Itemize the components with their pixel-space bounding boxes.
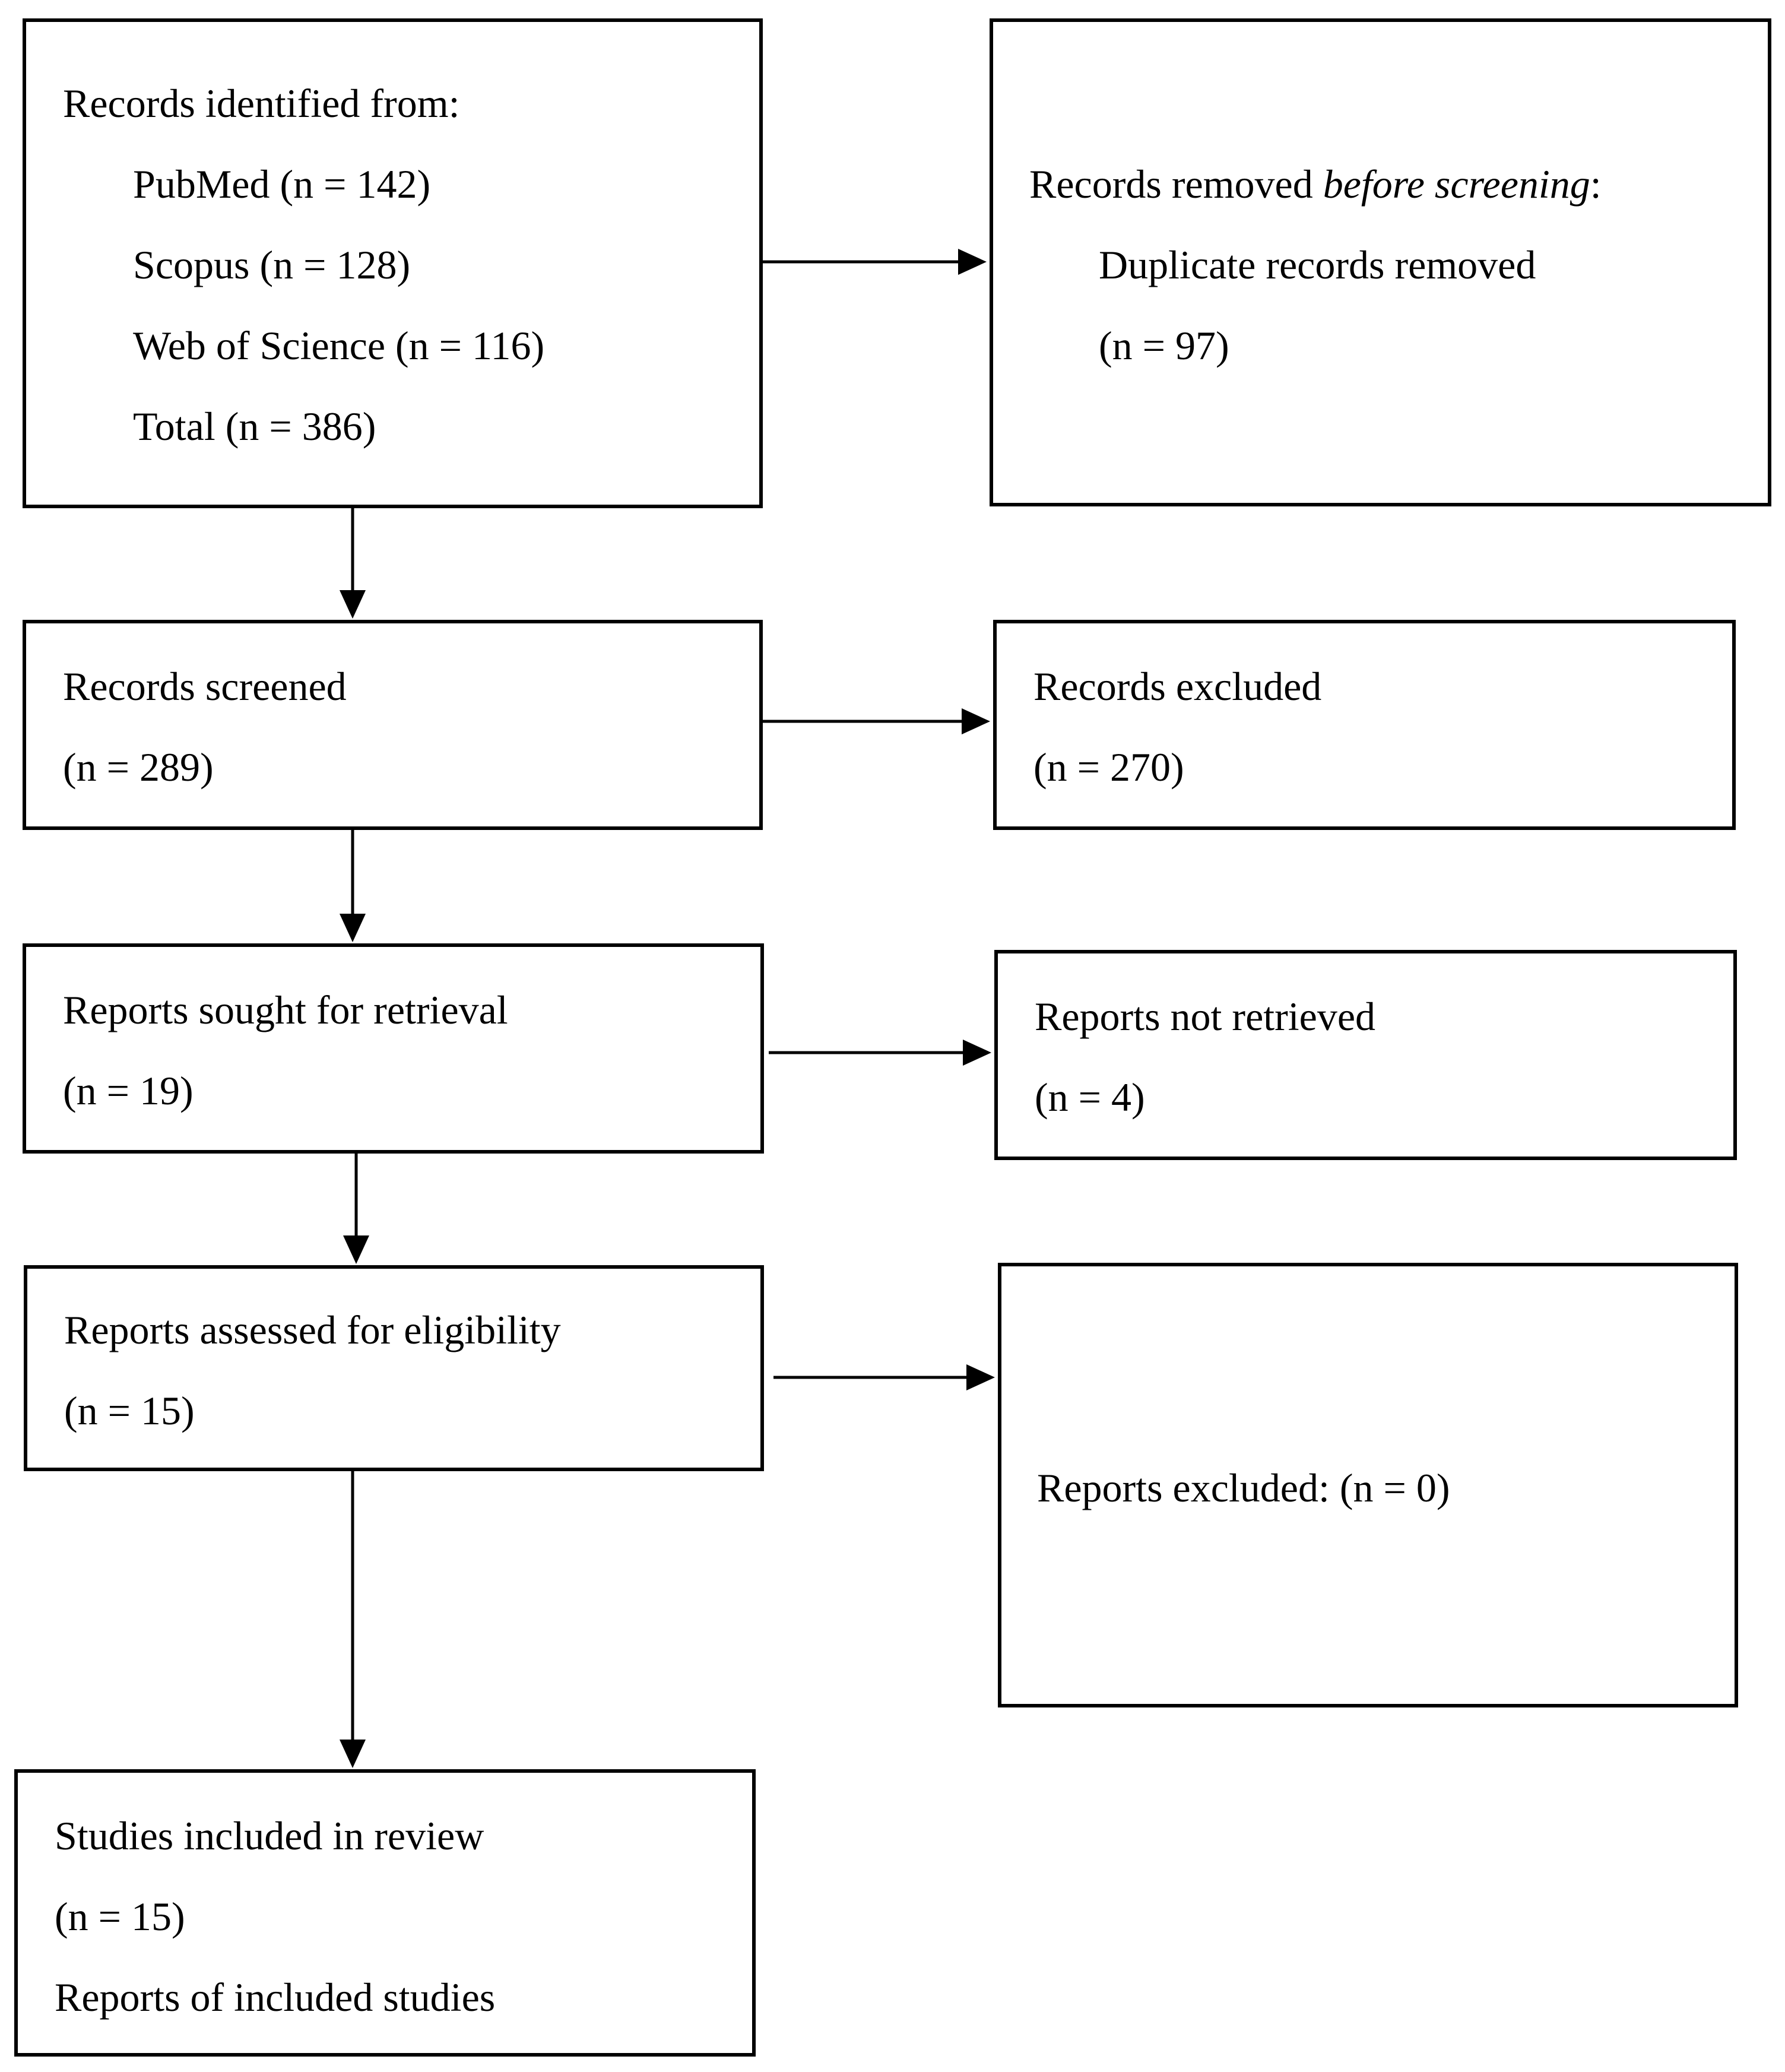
sought-count: (n = 19): [63, 1068, 194, 1113]
reports-excluded-label: Reports excluded: (n = 0): [1037, 1465, 1450, 1510]
assessed-label: Reports assessed for eligibility: [64, 1307, 561, 1352]
arrowhead-excluded: [962, 708, 990, 734]
arrowhead-not-retrieved: [963, 1040, 991, 1066]
sought-label: Reports sought for retrieval: [63, 987, 508, 1032]
removed-heading: Records removed before screening:: [1029, 164, 1602, 204]
reports-excluded-box: [998, 1263, 1738, 1707]
removed-heading-prefix: Records removed: [1029, 161, 1323, 207]
sought-box: [23, 943, 764, 1154]
not-retrieved-label: Reports not retrieved: [1035, 994, 1376, 1039]
removed-heading-italic: before screening: [1323, 161, 1590, 207]
source-web-of-science: Web of Science (n = 116): [133, 323, 545, 368]
arrowhead-reports-excluded: [966, 1364, 995, 1390]
identification-total: Total (n = 386): [133, 404, 376, 449]
included-reports: Reports of included studies: [55, 1975, 496, 2020]
not-retrieved-box: [994, 950, 1737, 1160]
arrowhead-screened: [340, 590, 366, 619]
source-pubmed: PubMed (n = 142): [133, 161, 431, 207]
not-retrieved-count: (n = 4): [1035, 1075, 1145, 1120]
removed-count: (n = 97): [1099, 323, 1229, 368]
assessed-box: [24, 1265, 764, 1471]
removed-box: [990, 18, 1771, 506]
arrowhead-included: [340, 1740, 366, 1768]
included-box: [14, 1769, 756, 2057]
assessed-count: (n = 15): [64, 1388, 195, 1433]
source-scopus: Scopus (n = 128): [133, 242, 411, 287]
excluded-label: Records excluded: [1033, 664, 1322, 709]
included-label: Studies included in review: [55, 1813, 484, 1858]
arrowhead-sought: [340, 914, 366, 942]
screened-label: Records screened: [63, 664, 347, 709]
arrowhead-assessed: [343, 1235, 369, 1264]
screened-count: (n = 289): [63, 744, 214, 790]
removed-item: Duplicate records removed: [1099, 242, 1536, 287]
identification-box: [23, 18, 763, 508]
excluded-count: (n = 270): [1033, 744, 1184, 790]
excluded-box: [993, 620, 1736, 830]
identification-heading: Records identified from:: [63, 81, 460, 126]
removed-heading-suffix: :: [1590, 161, 1602, 207]
screened-box: [23, 620, 763, 830]
included-count: (n = 15): [55, 1894, 185, 1939]
arrowhead-removed: [958, 249, 987, 275]
